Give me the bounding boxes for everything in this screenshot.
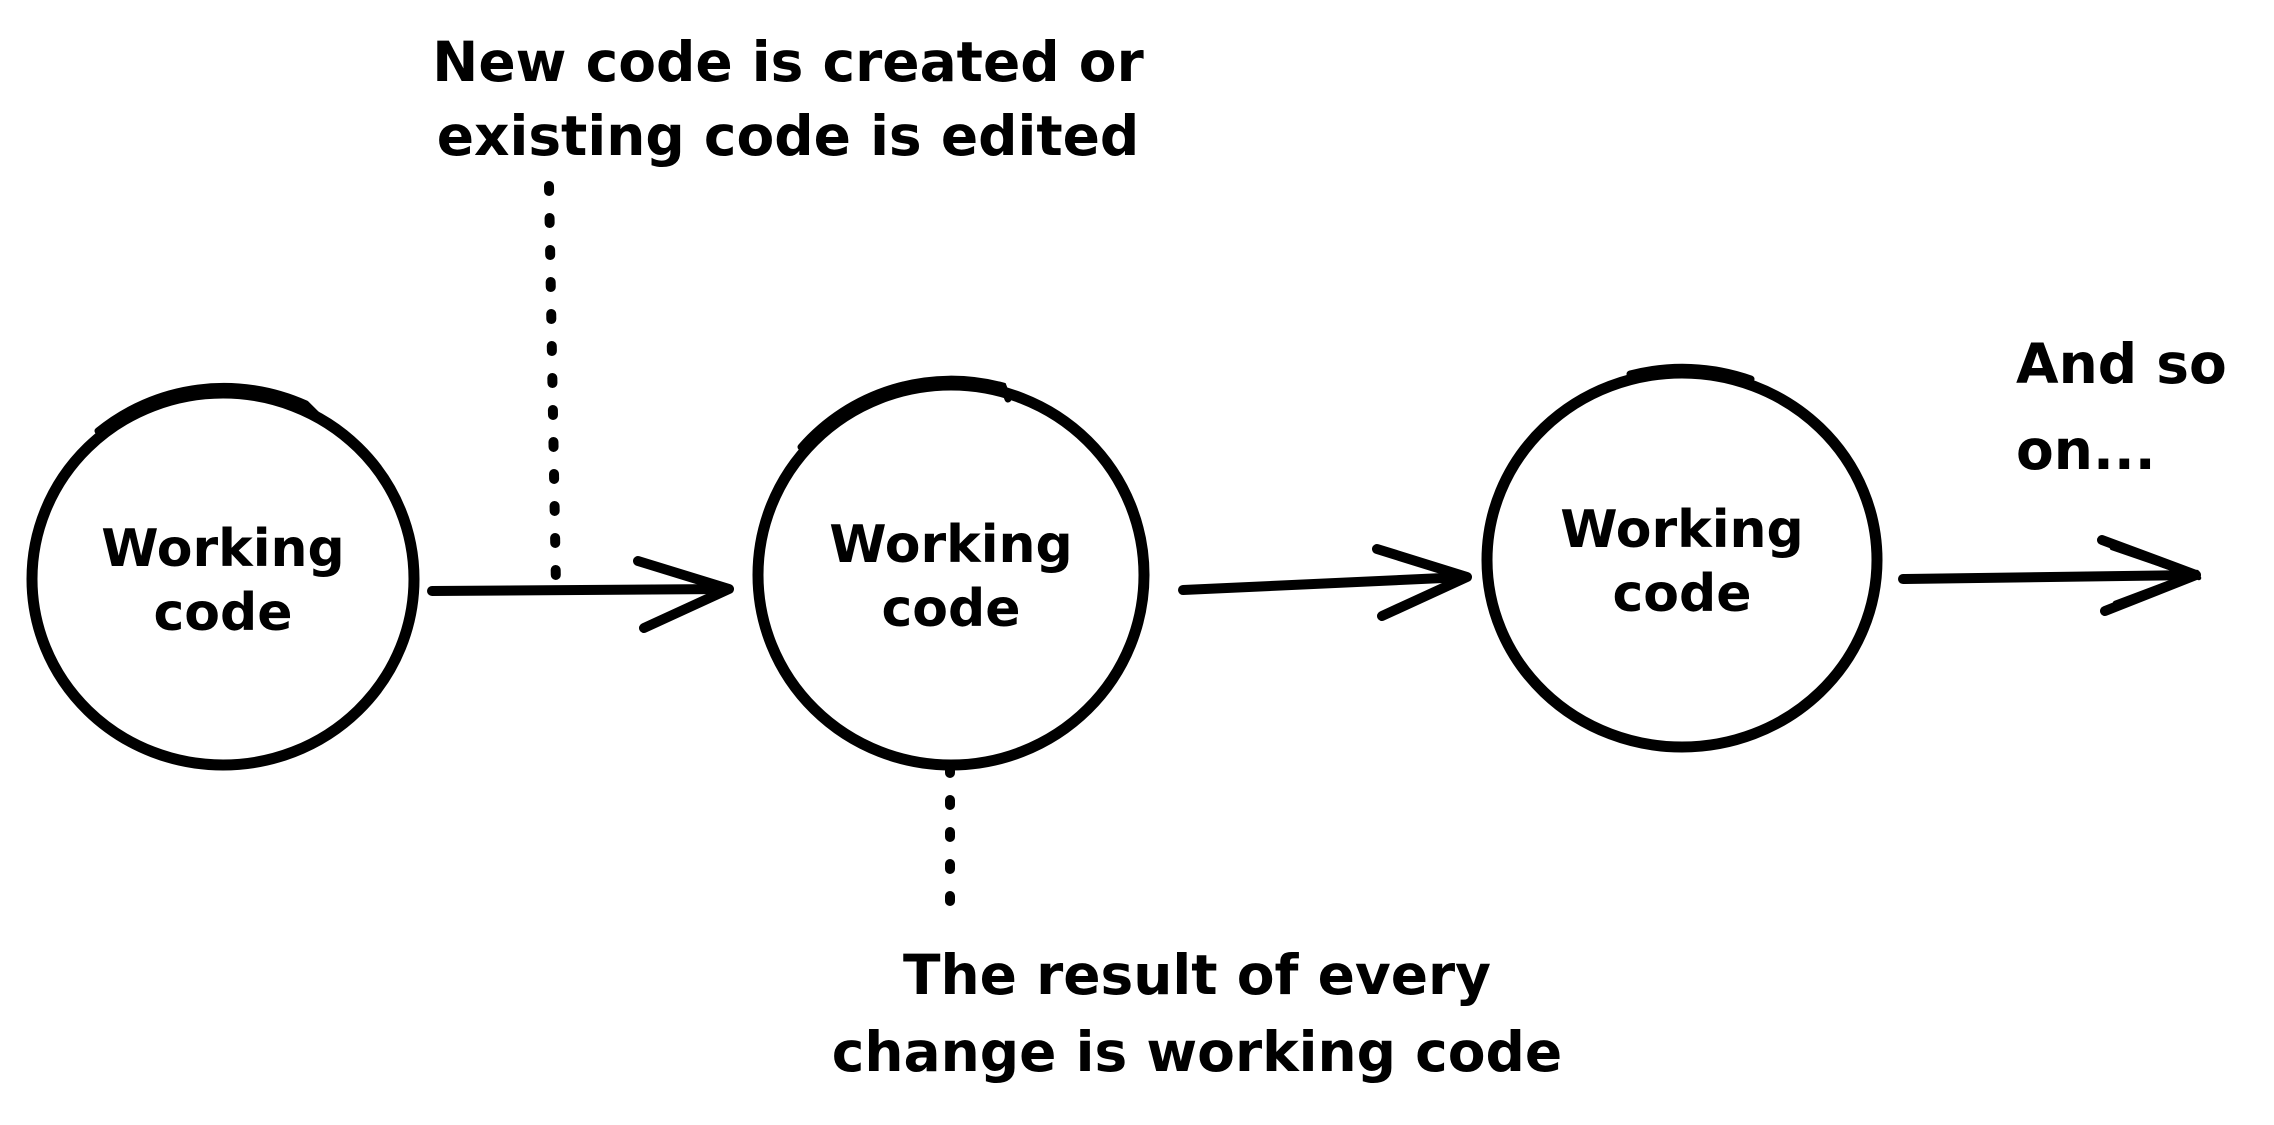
node-label-working-code-1: Working code bbox=[101, 517, 345, 645]
node-label-line: code bbox=[153, 583, 293, 643]
top-annotation-dotted-connector bbox=[544, 181, 561, 593]
annotation-line: The result of every bbox=[902, 943, 1492, 1007]
arrow-1 bbox=[427, 556, 734, 633]
annotation-line: existing code is edited bbox=[436, 104, 1140, 168]
node-label-working-code-2: Working code bbox=[829, 513, 1073, 641]
annotation-and-so-on: And so on... bbox=[2016, 321, 2227, 493]
working-code-circle-3 bbox=[1481, 363, 1883, 753]
node-label-line: Working bbox=[101, 519, 345, 579]
annotation-line: change is working code bbox=[831, 1020, 1563, 1084]
arrow-3 bbox=[1898, 535, 2202, 616]
annotation-line: on... bbox=[2016, 418, 2156, 482]
node-label-line: code bbox=[881, 579, 1021, 639]
node-label-line: code bbox=[1612, 564, 1752, 624]
annotation-result-working-code: The result of every change is working co… bbox=[832, 937, 1562, 1091]
arrow-2 bbox=[1178, 544, 1472, 621]
working-code-circle-1 bbox=[26, 382, 420, 771]
node-label-line: Working bbox=[829, 515, 1073, 575]
node-label-working-code-3: Working code bbox=[1560, 498, 1804, 626]
annotation-line: And so bbox=[2016, 332, 2227, 396]
annotation-new-code-created: New code is created or existing code is … bbox=[432, 25, 1143, 173]
node-label-line: Working bbox=[1560, 500, 1804, 560]
annotation-line: New code is created or bbox=[432, 30, 1144, 94]
